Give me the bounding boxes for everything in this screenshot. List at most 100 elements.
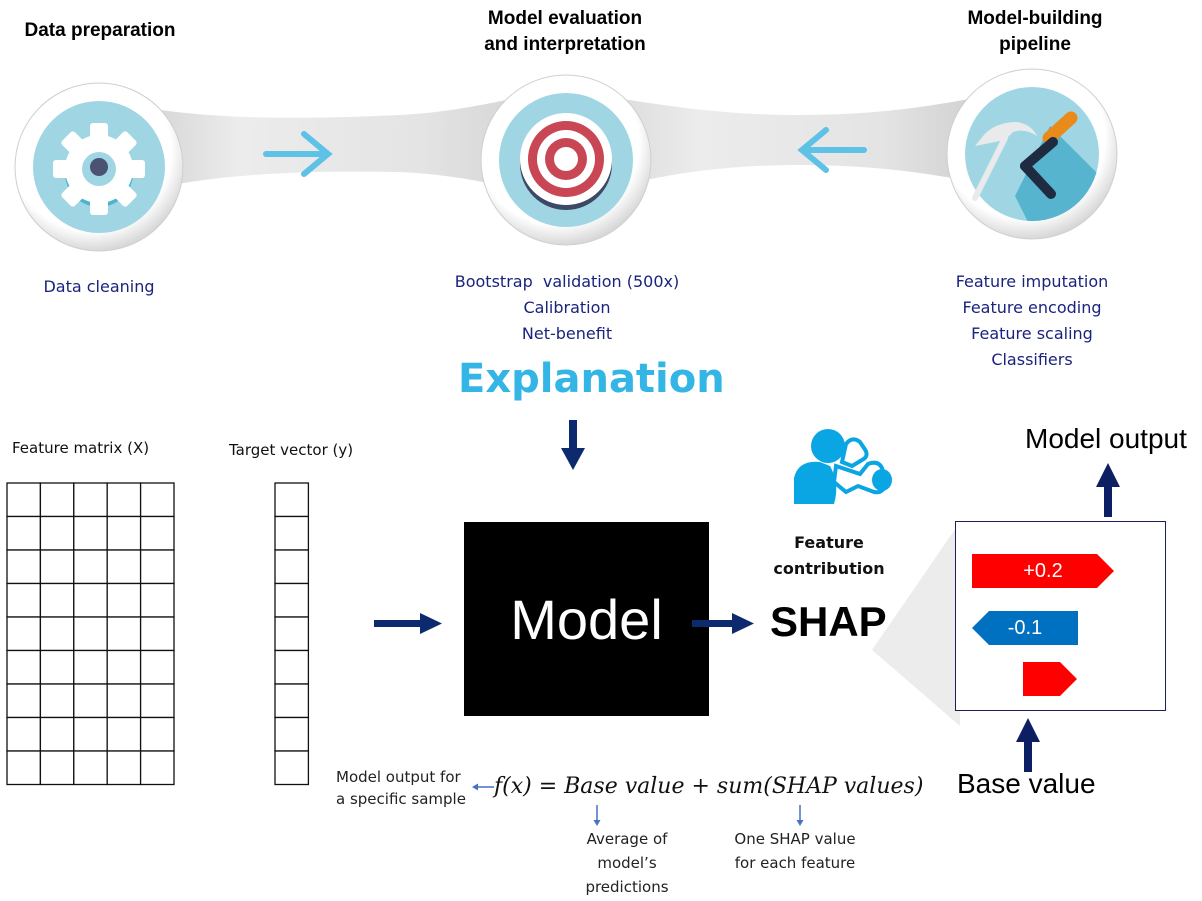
stage-items-model-building: Feature imputation Feature encoding Feat…: [917, 269, 1147, 373]
feature-matrix: [6, 482, 175, 786]
grid-cell: [139, 482, 175, 518]
target-vector-label: Target vector (y): [229, 441, 354, 459]
grid-cell: [274, 482, 310, 518]
model-box: Model: [464, 522, 709, 716]
model-label: Model: [510, 587, 663, 651]
shap-bar-positive: [1023, 662, 1077, 696]
grid-cell: [39, 616, 75, 652]
grid-cell: [139, 750, 175, 786]
stage-item: Classifiers: [991, 350, 1073, 369]
stage-title-model-evaluation: Model evaluation and interpretation: [440, 6, 690, 58]
note-line: One SHAP value: [734, 830, 856, 848]
grid-cell: [139, 616, 175, 652]
grid-cell: [73, 683, 108, 719]
grid-cell: [39, 515, 75, 551]
grid-cell: [6, 649, 42, 685]
grid-cell: [274, 582, 310, 618]
note-line: a specific sample: [336, 790, 466, 808]
stage-title-line: Model evaluation: [487, 8, 643, 29]
grid-cell: [106, 683, 142, 719]
arrow-to-model-icon: [374, 613, 442, 634]
grid-cell: [274, 549, 310, 585]
grid-cell: [274, 515, 310, 551]
feature-contribution-label: Feature contribution: [764, 530, 894, 582]
stage-item: Calibration: [523, 298, 611, 317]
grid-cell: [106, 515, 142, 551]
grid-cell: [73, 616, 108, 652]
feature-matrix-label: Feature matrix (X): [12, 439, 150, 457]
grid-cell: [73, 482, 108, 518]
note-line: model’s: [597, 854, 657, 872]
grid-cell: [73, 515, 108, 551]
grid-cell: [73, 649, 108, 685]
note-line: Model output for: [336, 768, 461, 786]
shap-value-note: One SHAP value for each feature: [720, 827, 870, 875]
grid-cell: [73, 549, 108, 585]
arrow-left-small-icon: [472, 783, 494, 791]
stage-model-evaluation-icon: [479, 72, 653, 248]
arrow-up-base-value-icon: [1016, 718, 1040, 772]
stage-item: Feature imputation: [955, 272, 1109, 291]
shap-bar-negative: -0.1: [972, 611, 1078, 645]
grid-cell: [139, 515, 175, 551]
zoom-wedge: [872, 522, 960, 726]
shap-label: SHAP: [770, 598, 887, 645]
grid-cell: [139, 683, 175, 719]
grid-cell: [139, 649, 175, 685]
note-line: Average of: [586, 830, 668, 848]
grid-cell: [274, 616, 310, 652]
formula-left-note: Model output for a specific sample: [336, 766, 466, 810]
stage-title-line: and interpretation: [484, 34, 646, 55]
grid-cell: [106, 716, 142, 752]
grid-cell: [6, 616, 42, 652]
grid-cell: [139, 582, 175, 618]
grid-cell: [6, 716, 42, 752]
grid-cell: [73, 716, 108, 752]
grid-cell: [39, 716, 75, 752]
grid-cell: [39, 549, 75, 585]
arrow-up-model-output-icon: [1096, 463, 1120, 517]
target-icon: [480, 74, 652, 246]
note-line: predictions: [585, 878, 669, 896]
grid-cell: [274, 750, 310, 786]
stage-item: Net-benefit: [521, 324, 613, 343]
shap-force-panel: +0.2 -0.1: [955, 521, 1166, 711]
gear-icon: [14, 82, 184, 252]
arrow-down-small-icon: [796, 805, 804, 826]
base-value-note: Average of model’s predictions: [557, 827, 697, 899]
arrow-to-shap-icon: [692, 613, 754, 634]
target-vector: [274, 482, 310, 786]
grid-cell: [106, 582, 142, 618]
stage-title-line: Model-building: [967, 8, 1103, 29]
grid-cell: [139, 716, 175, 752]
grid-cell: [6, 582, 42, 618]
stage-title-model-building: Model-building pipeline: [930, 6, 1140, 58]
stage-data-preparation-icon: [12, 80, 186, 254]
arrow-down-icon: [561, 420, 585, 470]
grid-cell: [73, 750, 108, 786]
grid-cell: [39, 582, 75, 618]
grid-cell: [106, 482, 142, 518]
grid-cell: [39, 649, 75, 685]
shap-bar-positive: +0.2: [972, 554, 1114, 588]
grid-cell: [6, 482, 42, 518]
grid-cell: [274, 683, 310, 719]
arrow-left-icon: [797, 127, 867, 173]
feature-contribution-line: contribution: [773, 559, 885, 578]
note-line: for each feature: [734, 854, 856, 872]
stage-item: Bootstrap validation (500x): [454, 272, 680, 291]
grid-cell: [73, 582, 108, 618]
feature-contribution-line: Feature: [794, 533, 864, 552]
grid-cell: [106, 649, 142, 685]
explanation-heading: Explanation: [458, 356, 725, 402]
stage-model-building-icon: [945, 66, 1119, 242]
grid-cell: [6, 750, 42, 786]
stage-item: Feature encoding: [962, 298, 1102, 317]
tools-icon: [946, 68, 1118, 240]
grid-cell: [39, 750, 75, 786]
grid-cell: [39, 683, 75, 719]
grid-cell: [274, 649, 310, 685]
person-puzzle-icon: [794, 429, 892, 504]
grid-cell: [106, 750, 142, 786]
grid-cell: [106, 549, 142, 585]
